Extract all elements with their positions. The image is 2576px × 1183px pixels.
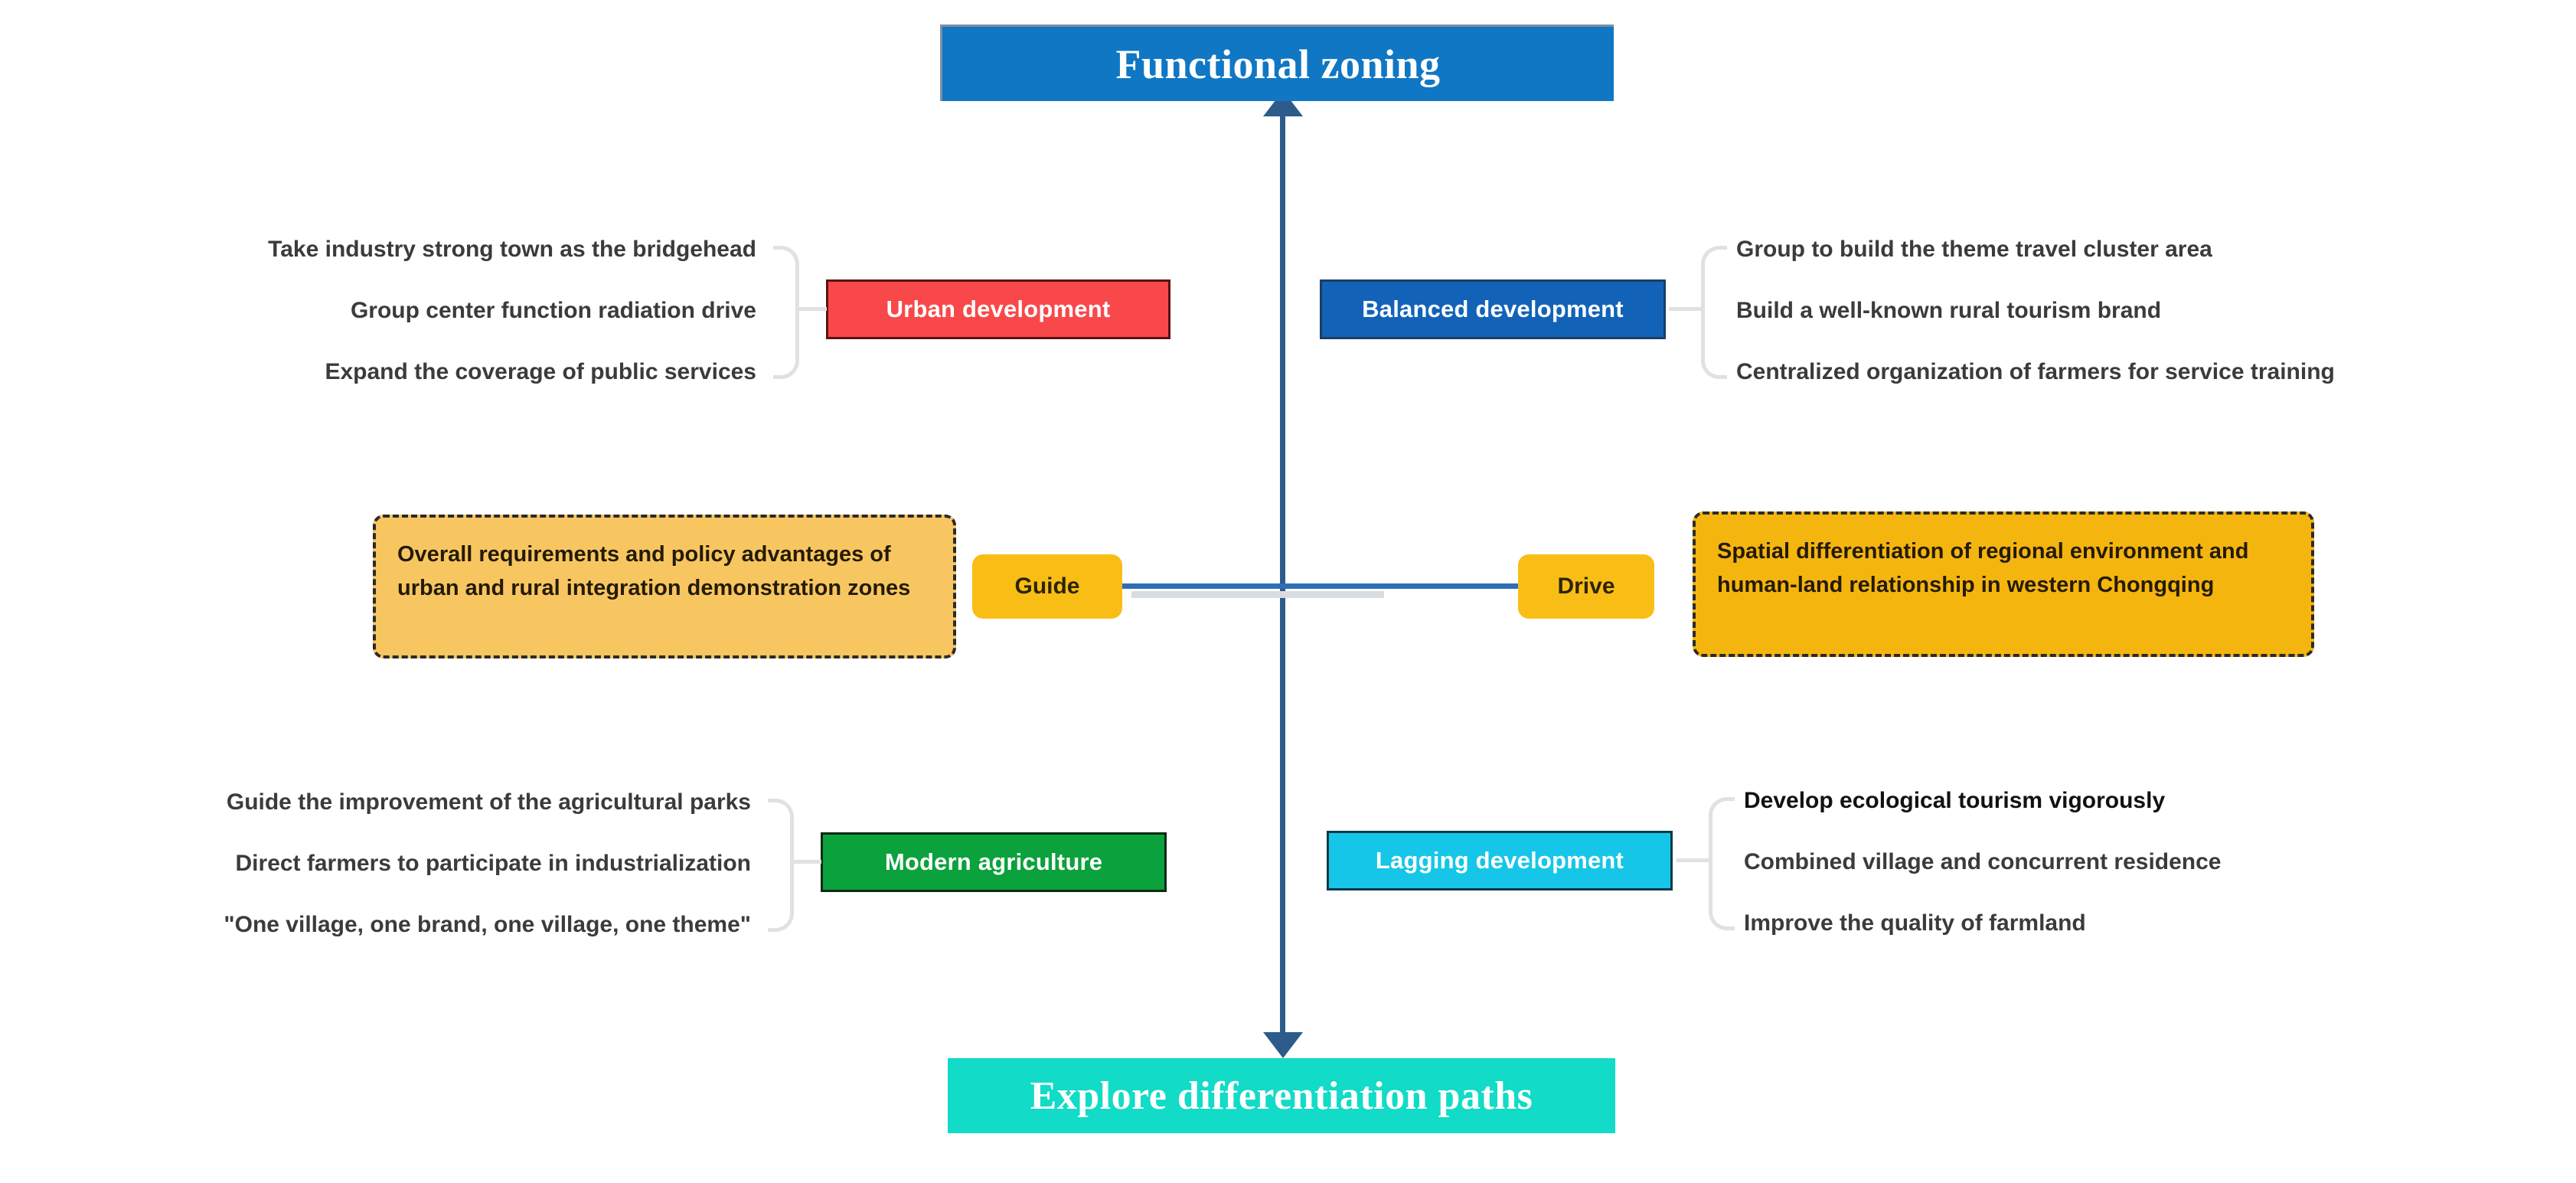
list-item: "One village, one brand, one village, on… — [224, 912, 751, 937]
list-item: Group center function radiation drive — [350, 298, 756, 323]
horizontal-axis-line — [1049, 583, 1577, 589]
vertical-axis-line — [1280, 96, 1285, 1037]
driver-box-right: Spatial differentiation of regional envi… — [1693, 511, 2314, 657]
category-box-lagging-development[interactable]: Lagging development — [1327, 831, 1673, 891]
list-item: Guide the improvement of the agricultura… — [226, 789, 751, 815]
bracket-modern-agriculture — [768, 799, 794, 932]
list-item: Direct farmers to participate in industr… — [235, 851, 751, 876]
list-item: Take industry strong town as the bridgeh… — [268, 237, 756, 262]
bracket-urban-development — [773, 246, 799, 379]
bracket-stem-modern-agriculture — [794, 860, 821, 864]
category-box-urban-development[interactable]: Urban development — [826, 279, 1170, 339]
arrow-down-icon — [1263, 1032, 1303, 1058]
bracket-stem-lagging-development — [1677, 858, 1709, 862]
connector-pill-guide[interactable]: Guide — [972, 554, 1122, 619]
list-item: Develop ecological tourism vigorously — [1744, 788, 2166, 813]
connector-pill-drive[interactable]: Drive — [1518, 554, 1654, 619]
bracket-lagging-development — [1709, 797, 1735, 930]
driver-box-left: Overall requirements and policy advantag… — [373, 515, 956, 658]
list-item: Centralized organization of farmers for … — [1736, 359, 2335, 384]
bracket-stem-balanced-development — [1669, 307, 1701, 311]
list-item: Expand the coverage of public services — [325, 359, 756, 384]
list-item: Build a well-known rural tourism brand — [1736, 298, 2162, 323]
bottom-banner: Explore differentiation paths — [948, 1058, 1615, 1133]
list-item: Combined village and concurrent residenc… — [1744, 849, 2222, 874]
top-banner: Functional zoning — [940, 25, 1614, 101]
list-item: Group to build the theme travel cluster … — [1736, 237, 2212, 262]
bracket-stem-urban-development — [799, 307, 827, 311]
category-box-modern-agriculture[interactable]: Modern agriculture — [821, 832, 1167, 892]
category-box-balanced-development[interactable]: Balanced development — [1320, 279, 1666, 339]
secondary-connector-line — [1131, 591, 1384, 598]
bracket-balanced-development — [1701, 246, 1727, 379]
list-item: Improve the quality of farmland — [1744, 910, 2086, 936]
